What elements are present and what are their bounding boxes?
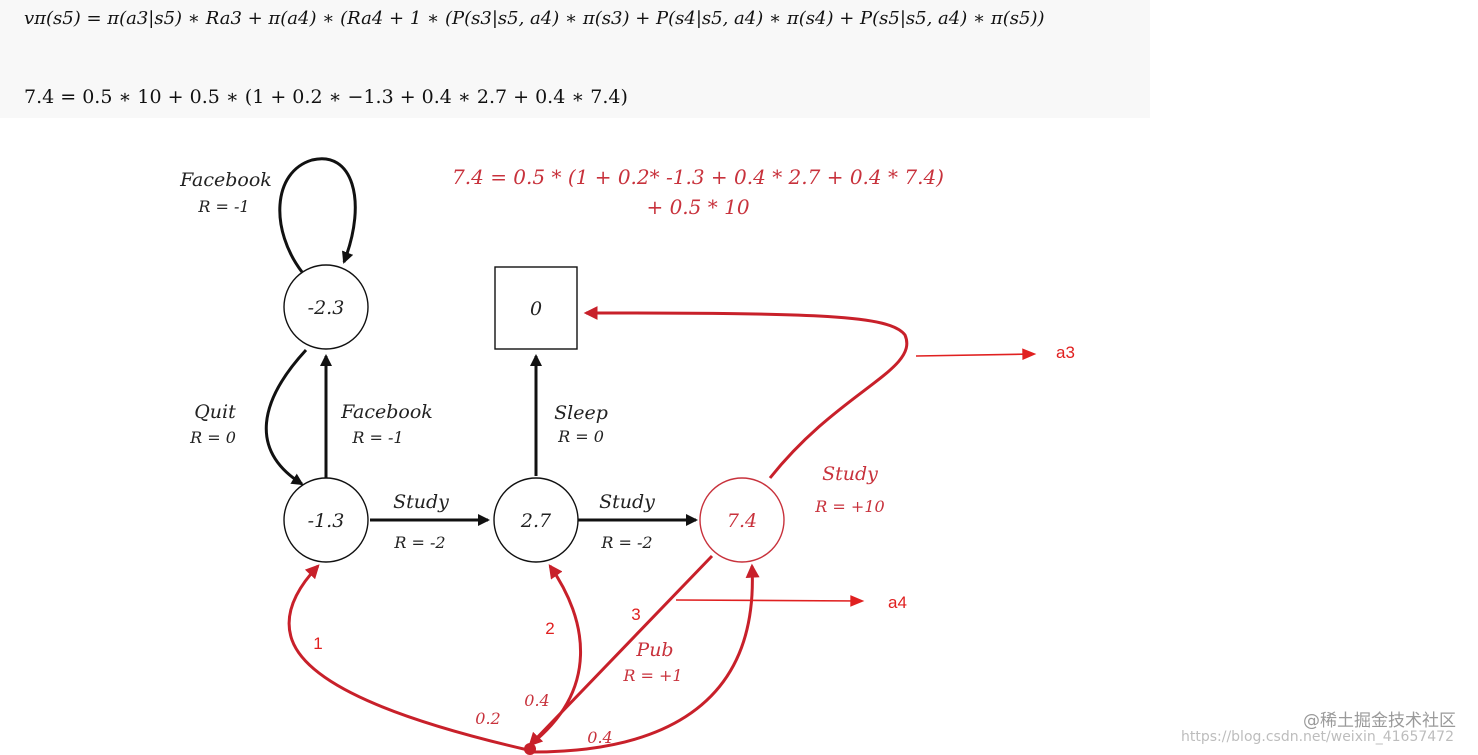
annotation-line2: + 0.5 * 10 <box>646 195 749 219</box>
annotation-line1: 7.4 = 0.5 * (1 + 0.2* -1.3 + 0.4 * 2.7 +… <box>452 165 944 189</box>
pub-reward: R = +1 <box>622 666 682 685</box>
facebook-state-value: -2.3 <box>308 297 345 319</box>
study-end-reward: R = +10 <box>814 497 884 516</box>
a4-pointer-arrow <box>675 595 865 607</box>
class3-value: 7.4 <box>727 510 757 532</box>
class1-node <box>283 477 369 563</box>
prob-to-class1: 0.2 <box>475 709 500 728</box>
quit-action: Quit <box>194 401 236 423</box>
class2-node <box>493 477 579 563</box>
prob-to-class3: 0.4 <box>587 728 612 747</box>
sleep-action: Sleep <box>554 402 608 424</box>
study-1-2-reward: R = -2 <box>393 533 445 552</box>
class2-value: 2.7 <box>520 510 552 532</box>
chance-node <box>524 743 536 755</box>
sleep-terminal-node <box>494 266 578 350</box>
value-equation: vπ(s5) = π(a3|s5) ∗ Ra3 + π(a4) ∗ (Ra4 +… <box>24 8 1045 29</box>
sleep-terminal-value: 0 <box>530 298 542 320</box>
study-1-2-action: Study <box>393 491 449 513</box>
facebook-loop-reward: R = -1 <box>197 197 249 216</box>
study-to-sleep-arrow <box>583 306 909 479</box>
chance-to-class2-arrow <box>529 564 582 747</box>
facebook-up-action: Facebook <box>340 401 433 423</box>
prob-to-class2: 0.4 <box>524 691 549 710</box>
a3-pointer-arrow <box>915 348 1037 361</box>
chance-to-class1-arrow <box>287 564 529 752</box>
facebook-loop-action: Facebook <box>179 169 272 191</box>
sleep-reward: R = 0 <box>557 427 604 446</box>
marker-3: 3 <box>631 605 640 624</box>
equation-panel: vπ(s5) = π(a3|s5) ∗ Ra3 + π(a4) ∗ (Ra4 +… <box>0 0 1150 118</box>
a3-label: a3 <box>1056 343 1075 362</box>
a4-label: a4 <box>888 593 907 612</box>
facebook-state-node <box>283 264 369 350</box>
quit-reward: R = 0 <box>189 428 236 447</box>
marker-2: 2 <box>545 619 554 638</box>
study-end-action: Study <box>822 463 878 485</box>
watermark-url: https://blog.csdn.net/weixin_41657472 <box>1180 729 1454 745</box>
marker-1: 1 <box>313 634 322 653</box>
study-2-3-action: Study <box>599 491 655 513</box>
study-2-3-reward: R = -2 <box>600 533 652 552</box>
class3-node <box>699 477 785 563</box>
watermark: @稀土掘金技术社区 <box>1303 711 1456 731</box>
pub-action: Pub <box>635 639 673 661</box>
class1-value: -1.3 <box>308 510 345 532</box>
numeric-equation: 7.4 = 0.5 ∗ 10 + 0.5 ∗ (1 + 0.2 ∗ −1.3 +… <box>24 86 628 108</box>
facebook-loop-arrow <box>278 157 357 273</box>
chance-to-class3-arrow <box>531 563 760 754</box>
facebook-up-reward: R = -1 <box>351 428 403 447</box>
quit-arrow <box>264 348 308 486</box>
